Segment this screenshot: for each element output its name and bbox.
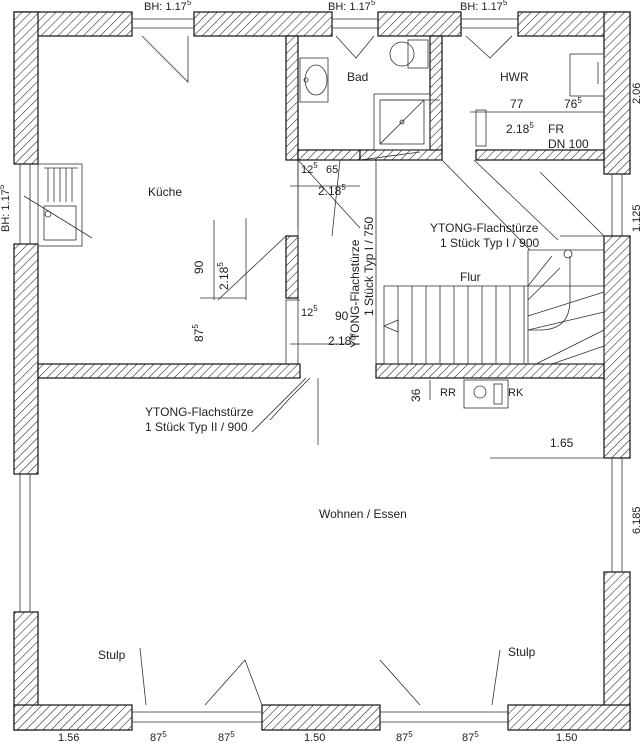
inner-walls <box>37 35 605 379</box>
label-rr: RR <box>440 387 456 399</box>
dim-bottom-150b: 1.50 <box>556 732 577 743</box>
sill-height-bad-top: BH: 1.175 <box>328 0 376 13</box>
dim-flur-218-bottom: 2.185 <box>328 333 356 348</box>
wall-right-upper <box>603 11 631 175</box>
annotation-stulp-right: Stulp <box>508 645 536 659</box>
dim-flur-65: 65 <box>326 164 338 176</box>
outer-walls <box>13 11 631 731</box>
room-label-hwr: HWR <box>500 70 529 84</box>
drain-pipe-icon <box>475 109 487 147</box>
lintel-note-flur-line1: YTONG-Flachstürze <box>430 221 539 235</box>
dim-flur-12-bottom: 125 <box>301 304 318 319</box>
dim-flur-90: 90 <box>335 309 349 323</box>
label-fr: FR <box>548 122 564 136</box>
chimney-icon <box>463 379 509 409</box>
annotation-stulp-left: Stulp <box>98 648 126 662</box>
dim-right-1125: 1.125 <box>631 204 643 232</box>
dim-right-6185: 6.185 <box>631 506 643 534</box>
dim-bottom-87a: 875 <box>150 730 167 743</box>
label-dn100: DN 100 <box>548 137 589 151</box>
dim-165: 1.65 <box>550 436 574 450</box>
lintel-note-flur-line2: 1 Stück Typ I / 900 <box>440 236 539 250</box>
dim-kue-87: 875 <box>191 324 206 342</box>
room-label-kueche: Küche <box>148 185 182 199</box>
dim-hwr-218: 2.185 <box>506 121 534 136</box>
wall-left-upper <box>13 11 39 165</box>
lintel-note-wohnen-line2: 1 Stück Typ II / 900 <box>145 420 248 434</box>
wall-top-mid2 <box>377 11 462 37</box>
lintel-note-wohnen-line1: YTONG-Flachstürze <box>145 405 254 419</box>
lintel-note-vertical-line2: 1 Stück Typ I / 750 <box>362 217 376 316</box>
washbasin-icon <box>299 57 329 103</box>
dim-kue-90: 90 <box>192 260 206 274</box>
room-label-wohnen: Wohnen / Essen <box>319 507 407 521</box>
wall-bottom-right <box>507 704 631 731</box>
dim-bottom-156: 1.56 <box>58 732 79 743</box>
room-label-flur: Flur <box>460 270 481 284</box>
staircase <box>382 249 605 365</box>
dim-flur-218-top: 2.185 <box>318 183 346 198</box>
wall-right-mid <box>603 235 631 459</box>
room-label-bad: Bad <box>347 70 368 84</box>
dim-bottom-87c: 875 <box>396 730 413 743</box>
toilet-icon <box>389 39 429 69</box>
dim-bottom-87d: 875 <box>462 730 479 743</box>
wall-bottom-mid <box>261 704 381 731</box>
wall-bottom-left <box>13 704 133 731</box>
sill-height-kueche-top: BH: 1.175 <box>144 0 192 13</box>
sill-height-hwr-top: BH: 1.175 <box>460 0 508 13</box>
hwr-sink-icon <box>569 53 605 97</box>
wall-top-mid1 <box>193 11 333 37</box>
dim-kue-218: 2.185 <box>216 262 231 290</box>
dim-36: 36 <box>409 388 423 402</box>
dim-flur-12-top: 125 <box>301 161 318 176</box>
sill-height-kueche-left: BH: 1.175 <box>0 184 12 232</box>
dim-bottom-87b: 875 <box>218 730 235 743</box>
dimension-lines <box>200 185 604 459</box>
wall-right-lower <box>603 571 631 731</box>
kitchen-sink-icon <box>37 163 83 247</box>
wall-left-lower <box>13 243 39 475</box>
shower-tray-icon <box>373 93 431 151</box>
dim-bottom-150: 1.50 <box>304 732 325 743</box>
dim-hwr-76: 765 <box>564 96 582 111</box>
label-rk: RK <box>508 387 524 399</box>
dim-hwr-77: 77 <box>510 97 524 111</box>
lintel-note-vertical-line1: YTONG-Flachstürze <box>348 239 362 348</box>
dim-right-206: 2.06 <box>631 83 643 104</box>
fixtures <box>37 39 605 247</box>
